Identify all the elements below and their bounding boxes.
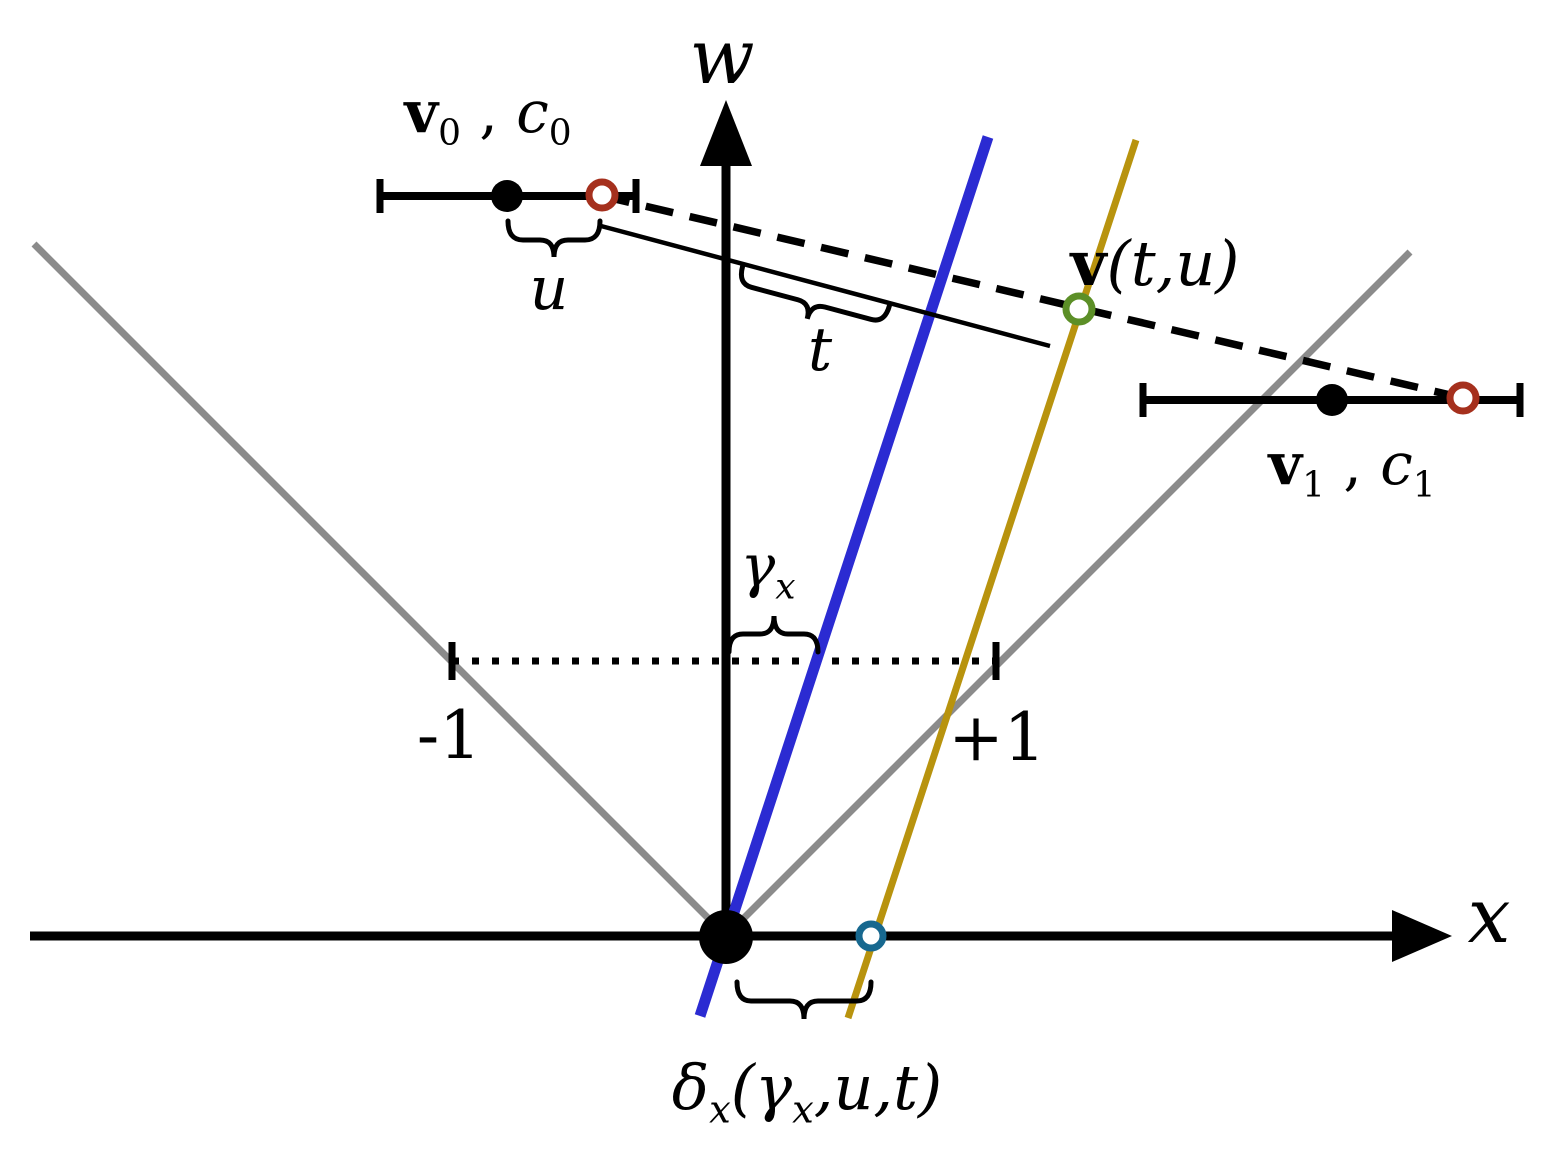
v0-center-dot — [491, 180, 523, 212]
delta-symbol: δ — [671, 1051, 710, 1124]
vtu-label: v(t,u) — [1071, 233, 1240, 295]
gamma-brace — [726, 615, 821, 655]
gamma-symbol: γ — [740, 532, 776, 600]
v0-c0-label: v0 , c0 — [404, 83, 571, 151]
v1-endpoint-circle — [1446, 381, 1480, 415]
delta-gamma-subscript: x — [792, 1087, 814, 1133]
v1-center-dot — [1316, 384, 1348, 416]
delta-gamma-symbol: γ — [755, 1051, 793, 1124]
gamma-subscript: x — [775, 566, 796, 608]
dashed-interpolation-line — [601, 192, 1464, 402]
u-brace — [505, 218, 603, 258]
delta-x-point-circle — [855, 920, 887, 952]
u-label: u — [529, 254, 569, 324]
v0-endpoint-circle — [585, 178, 619, 212]
t-measure-line — [600, 223, 1051, 349]
x-axis-arrowhead — [1392, 910, 1452, 962]
delta-x-label: δx(γx,u,t) — [672, 1057, 942, 1130]
gamma-x-label: γx — [741, 537, 796, 605]
blue-gamma-line — [694, 135, 994, 1018]
w-axis-label: w — [689, 12, 755, 101]
olive-delta-line — [844, 138, 1140, 1020]
cone-left-line — [31, 241, 729, 939]
vtu-point-circle — [1062, 292, 1096, 326]
v0-subscript: 0 — [438, 112, 461, 154]
origin-dot — [699, 910, 753, 964]
cone-right-line — [723, 249, 1413, 939]
c1-subscript: 1 — [1412, 464, 1436, 506]
vtu-args: (t,u) — [1106, 227, 1240, 300]
w-axis-arrowhead — [700, 100, 752, 166]
c0-symbol: c — [516, 78, 549, 146]
v0-c0-separator: , — [460, 78, 517, 146]
delta-subscript: x — [709, 1087, 731, 1133]
vtu-symbol: v — [1070, 227, 1107, 300]
t-label: t — [807, 315, 833, 385]
v1-subscript: 1 — [1302, 464, 1325, 506]
plus-one-tick-label: +1 — [948, 699, 1046, 776]
v1-c1-separator: , — [1324, 430, 1381, 498]
delta-paren-open: ( — [730, 1051, 756, 1124]
c0-subscript: 0 — [548, 112, 572, 154]
delta-args-rest: ,u,t) — [813, 1051, 943, 1124]
minus-one-tick-label: -1 — [416, 697, 482, 774]
v0-symbol: v — [404, 78, 439, 146]
v1-symbol: v — [1268, 430, 1303, 498]
v1-c1-label: v1 , c1 — [1268, 435, 1435, 503]
c1-symbol: c — [1380, 430, 1413, 498]
delta-brace — [734, 979, 874, 1020]
x-axis-label: x — [1467, 871, 1511, 960]
